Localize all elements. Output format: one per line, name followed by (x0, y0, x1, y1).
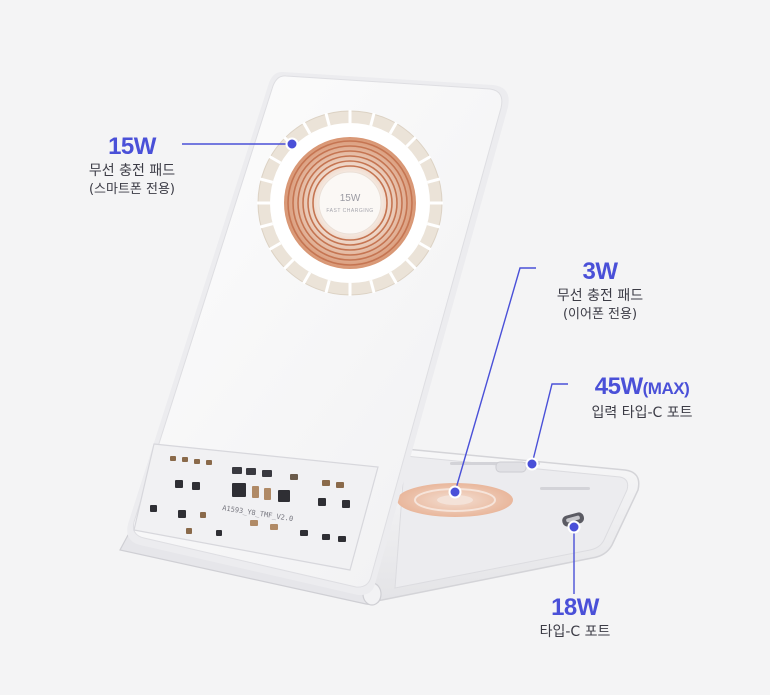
leader-line-45w (531, 383, 568, 465)
ring-segment-divider (388, 271, 398, 285)
callout-18w-desc: 타입-C 포트 (539, 624, 611, 640)
callout-15w: 15W 무선 충전 패드 (스마트폰 전용) (62, 133, 202, 199)
callout-18w: 18W 타입-C 포트 (505, 594, 645, 642)
pcb-component (246, 468, 256, 475)
ring-segment-divider (283, 258, 295, 270)
pcb-component (232, 483, 246, 497)
pcb-component (200, 512, 206, 518)
callout-3w-watt: 3W (582, 258, 619, 285)
ring-segment-divider (418, 155, 432, 165)
pcb-component (232, 467, 242, 474)
pcb-component (194, 459, 200, 464)
ring-segment-divider (405, 258, 417, 270)
callout-15w-sub: (스마트폰 전용) (88, 182, 176, 197)
ring-segment-divider (426, 177, 441, 184)
callout-3w-desc: 무선 충전 패드 (556, 288, 644, 304)
callout-45w-max: (MAX) (642, 379, 690, 398)
callout-45w: 45W(MAX) 입력 타입-C 포트 (562, 373, 722, 423)
ring-segment-divider (426, 222, 441, 229)
pcb-component (175, 480, 183, 488)
ring-segment-divider (302, 271, 312, 285)
circuit-board-window: A1593_Y8_TMF_V2.0 (133, 443, 379, 571)
callout-45w-watt: 45W (594, 373, 643, 400)
smartphone-charging-pad: 15W FAST CHARGING (257, 110, 443, 296)
pcb-component (338, 536, 346, 542)
pcb-component (206, 460, 212, 465)
leader-dot-3w (448, 485, 462, 499)
pcb-component (264, 488, 271, 500)
ring-segment-divider (388, 121, 398, 135)
pcb-component (186, 528, 192, 534)
ring-segment-divider (268, 155, 282, 165)
callout-15w-desc: 무선 충전 패드 (88, 163, 176, 179)
pcb-component (270, 524, 278, 530)
ring-segment-divider (259, 222, 274, 229)
pcb-component (262, 470, 272, 477)
pcb-component (192, 482, 200, 490)
pcb-component (216, 530, 222, 536)
pcb-component (322, 534, 330, 540)
pcb-component (322, 480, 330, 486)
pcb-component (336, 482, 344, 488)
callout-45w-watt-line: 45W(MAX) (562, 373, 722, 403)
ring-segment-divider (259, 177, 274, 184)
earphone-charging-pad (397, 483, 513, 517)
callout-3w-sub: (이어폰 전용) (562, 307, 638, 322)
ring-segment-divider (369, 112, 376, 127)
leader-dot-45w (525, 457, 539, 471)
ring-segment-divider (268, 241, 282, 251)
ring-segment-divider (369, 279, 376, 294)
callout-3w: 3W 무선 충전 패드 (이어폰 전용) (530, 258, 670, 324)
pcb-component (182, 457, 188, 462)
ring-segment-divider (405, 136, 417, 148)
ring-segment-divider (324, 112, 331, 127)
pcb-component (178, 510, 186, 518)
leader-dot-18w (567, 520, 581, 534)
pcb-component (250, 520, 258, 526)
ring-segment-divider (418, 241, 432, 251)
callout-15w-watt: 15W (108, 133, 156, 160)
pcb-component (252, 486, 259, 498)
pcb-component (150, 505, 157, 512)
pcb-component (300, 530, 308, 536)
ring-segment-divider (324, 279, 331, 294)
ring-segment-divider (302, 121, 312, 135)
coil-label: 15W (340, 193, 361, 204)
pcb-component (342, 500, 350, 508)
coil-sublabel: FAST CHARGING (326, 208, 373, 214)
pcb-component (278, 490, 290, 502)
pcb-component (290, 474, 298, 480)
leader-dot-15w (285, 137, 299, 151)
callout-18w-watt: 18W (551, 594, 599, 621)
pcb-component (318, 498, 326, 506)
leader-line-3w (454, 267, 536, 493)
callout-45w-desc: 입력 타입-C 포트 (591, 405, 693, 421)
pcb-component (170, 456, 176, 461)
usb-c-input-port-45w (495, 461, 527, 473)
